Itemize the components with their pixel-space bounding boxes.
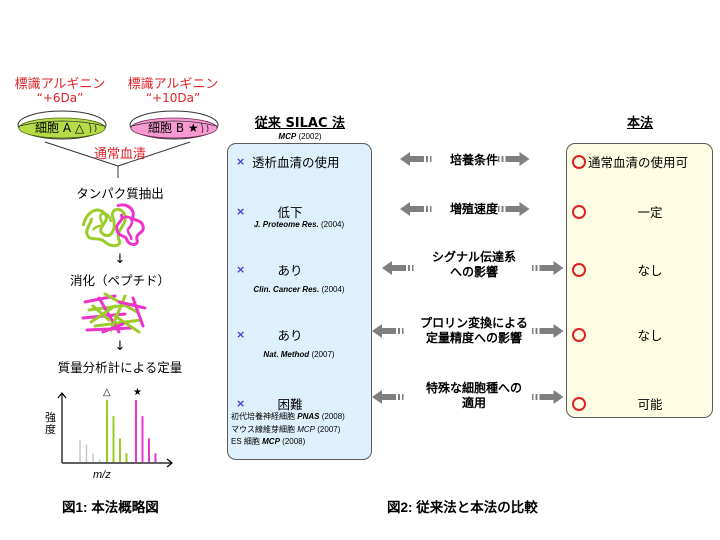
peptide-mix-icon [81, 292, 147, 334]
new-method-box [566, 143, 713, 418]
dish-a [17, 110, 107, 140]
figure-1-caption: 図1: 本法概略図 [62, 500, 159, 515]
new-method-title: 本法 [626, 116, 653, 131]
old-value: 困難 [277, 397, 303, 412]
dish-a-label: 標識アルギニン [14, 77, 106, 92]
merge-lines [44, 141, 191, 178]
criterion-label: プロリン変換による 定量精度への影響 [420, 316, 528, 345]
old-value: 低下 [277, 205, 303, 220]
step-digestion: 消化（ペプチド） [69, 273, 170, 288]
cross-icon: × [236, 397, 246, 410]
criterion-label: シグナル伝達系 への影響 [431, 250, 516, 279]
arrow-down-icon: ↓ [114, 252, 126, 267]
y-axis-arrowhead [57, 392, 67, 399]
arrow-down-icon: ↓ [114, 339, 126, 354]
protein-tangle-icon [81, 203, 145, 248]
cross-icon: × [236, 205, 246, 218]
old-method-title: 従来 SILAC 法 [254, 116, 346, 131]
dish-b-label: 標識アルギニン [127, 77, 219, 92]
double-arrow-icon [400, 152, 530, 166]
dish-b [129, 110, 219, 140]
triangle-icon: △ [74, 121, 85, 135]
dish-b-mass: “+10Da” [145, 91, 201, 105]
new-value: 可能 [637, 397, 663, 412]
criterion-label: 特殊な細胞種への 適用 [425, 381, 522, 410]
star-peak-icon: ★ [133, 387, 142, 398]
mass-spectrum [57, 392, 173, 468]
old-reference: ES 細胞 MCP (2008) [231, 437, 306, 446]
step-protein-extraction: タンパク質抽出 [76, 186, 164, 201]
old-value: あり [277, 263, 303, 278]
circle-icon [572, 396, 586, 415]
new-value: なし [637, 263, 663, 278]
old-method-ref: MCP (2002) [278, 132, 322, 141]
step-mass-spec: 質量分析計による定量 [57, 360, 183, 375]
triangle-peak-icon: △ [103, 387, 111, 398]
criterion-label: 増殖速度 [449, 202, 498, 216]
circle-icon [572, 154, 586, 173]
criterion-label: 培養条件 [449, 153, 498, 167]
double-arrow-icon [372, 324, 564, 338]
dish-b-cell-label: 細胞 B ★ [148, 121, 199, 135]
old-method-box [227, 143, 372, 460]
old-method-header: 従来 SILAC 法 MCP (2002) [227, 112, 373, 141]
old-reference-list: 初代培養神経細胞 PNAS (2008) マウス線維芽細胞 MCP (2007)… [231, 411, 345, 449]
figure-2-caption: 図2: 従来法と本法の比較 [387, 500, 538, 515]
new-value: 通常血清の使用可 [588, 155, 689, 170]
circle-icon [572, 262, 586, 281]
old-reference: Clin. Cancer Res. (2004) [253, 285, 345, 294]
cross-icon: × [236, 328, 246, 341]
cross-icon: × [236, 155, 246, 168]
double-arrow-icon [400, 202, 530, 216]
y-axis-label: 強度 [45, 411, 56, 436]
circle-icon [572, 204, 586, 223]
x-axis-arrowhead [166, 458, 173, 468]
serum-label: 通常血清 [93, 147, 146, 162]
culture-dishes [17, 110, 219, 178]
circle-icon [572, 327, 586, 346]
old-reference: マウス線維芽細胞 MCP (2007) [231, 424, 341, 434]
double-arrow-icon [382, 261, 564, 275]
old-reference: J. Proteome Res. (2004) [253, 220, 345, 229]
star-icon: ★ [187, 121, 199, 135]
old-reference: 初代培養神経細胞 PNAS (2008) [231, 412, 345, 421]
double-arrow-icon [372, 390, 564, 404]
x-axis-label: m/z [93, 469, 111, 481]
new-value: なし [637, 328, 663, 343]
comparison-arrows [372, 152, 564, 404]
dish-a-mass: “+6Da” [36, 91, 84, 105]
old-value: 透析血清の使用 [252, 155, 340, 170]
cross-icon: × [236, 263, 246, 276]
old-value: あり [277, 328, 303, 343]
dish-a-cell-label: 細胞 A △ [35, 121, 85, 135]
old-reference: Nat. Method (2007) [263, 350, 335, 359]
new-value: 一定 [637, 205, 663, 220]
